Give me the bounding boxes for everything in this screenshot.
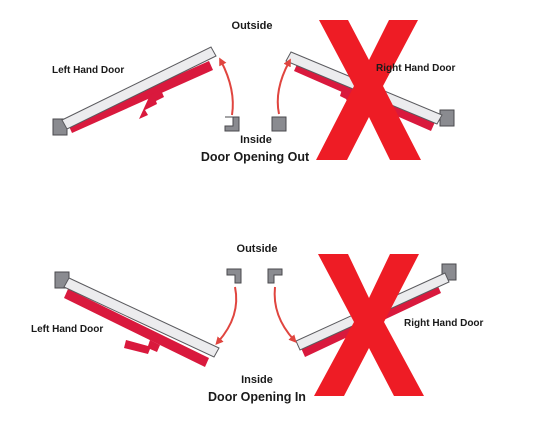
door-stop-right [271,116,287,132]
door-stop-left [226,268,242,284]
door-stop-right [267,268,283,284]
right-hand-door-label: Right Hand Door [404,318,484,329]
door-frame-red [68,61,213,133]
hinge-block [439,109,455,127]
inside-label: Inside [240,134,272,146]
door-handle [124,340,160,354]
outside-label: Outside [232,20,273,32]
door-handle [139,90,164,119]
inside-label: Inside [241,374,273,386]
caption-door-opening-in: Door Opening In [208,390,306,404]
left-hand-door-label: Left Hand Door [31,324,103,335]
door-frame-red [64,289,209,367]
red-x-icon [316,20,421,160]
door-panel [63,277,220,358]
red-x-icon [314,254,424,396]
door-stop-left [224,116,240,132]
swing-arrow [273,286,297,343]
swing-arrow [219,57,234,116]
swing-arrow [215,286,238,345]
section-door-opening-out: Outside Left Hand Door Right Hand Door I… [52,20,456,164]
right-hand-door-label: Right Hand Door [376,63,456,74]
outside-label: Outside [237,243,278,255]
door-panel [61,46,217,130]
caption-door-opening-out: Door Opening Out [201,150,310,164]
left-hand-door-in [54,271,220,367]
swing-arrow [276,58,291,115]
left-hand-door-out [52,46,217,136]
section-door-opening-in: Outside Left Hand Door Right Hand Door I… [31,243,484,404]
left-hand-door-label: Left Hand Door [52,65,124,76]
